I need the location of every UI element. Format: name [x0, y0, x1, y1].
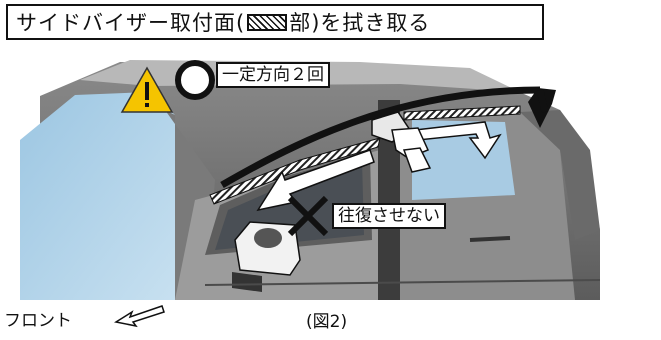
front-white-arrow [256, 149, 375, 212]
warning-triangle-icon [120, 66, 174, 113]
rear-white-arrow [414, 121, 502, 160]
side-mirror [232, 221, 301, 292]
callout-correct: 一定方向２回 [216, 62, 330, 88]
door-crease [204, 279, 601, 286]
visor-front [209, 137, 381, 205]
circle-ok-icon [175, 60, 215, 100]
b-pillar [378, 100, 400, 300]
figure-label: (図2) [306, 312, 348, 332]
rear-quarter [520, 110, 600, 240]
arrow-bend [536, 89, 549, 113]
title-prefix: サイドバイザー取付面( [16, 11, 246, 35]
hatched-area-swatch [247, 13, 288, 31]
windshield [20, 92, 175, 300]
wiping-hand [371, 111, 432, 173]
one-direction-arrow [220, 86, 541, 189]
front-direction-arrow-icon [114, 305, 165, 328]
cross-ng-icon [287, 195, 329, 237]
title-suffix: 部)を拭き取る [289, 11, 431, 35]
visor-rear [403, 105, 521, 121]
instruction-title: サイドバイザー取付面( 部)を拭き取る [6, 4, 544, 40]
front-label: フロント [4, 311, 72, 331]
callout-wrong: 往復させない [332, 203, 446, 229]
door-handle [469, 236, 511, 242]
